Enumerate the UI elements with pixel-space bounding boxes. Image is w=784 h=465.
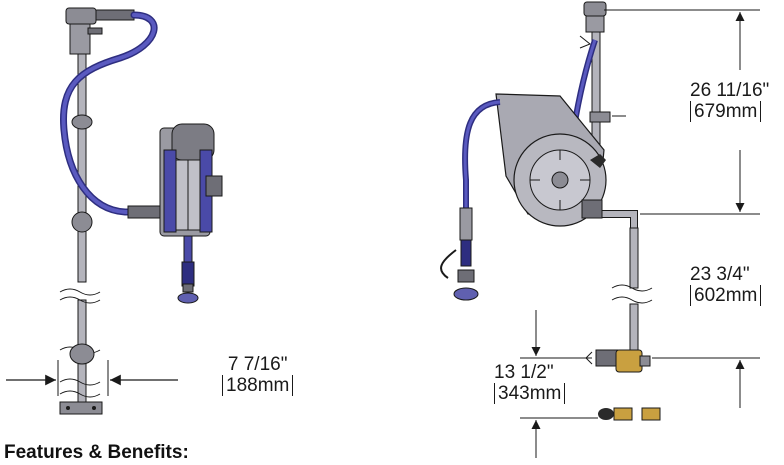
left-wall-bracket-1: [71, 114, 93, 130]
right-front-view: [440, 1, 760, 458]
right-upper-imperial: 26 11/16": [690, 80, 770, 101]
left-wall-bracket-2: [71, 211, 93, 233]
right-upper-dimension: 26 11/16" 679mm: [690, 80, 769, 122]
right-top-valve: [579, 1, 607, 49]
features-heading: Features & Benefits:: [4, 442, 189, 463]
right-spray-head: [453, 287, 479, 301]
right-hose-reel: [495, 93, 607, 227]
right-pipe-clamp: [589, 111, 611, 123]
left-side-view: [6, 7, 223, 415]
right-lower-imperial: 23 3/4": [690, 264, 750, 285]
left-base-bracket: [59, 401, 103, 415]
right-lower-riser: [629, 227, 639, 289]
left-riser-upper: [77, 21, 87, 283]
right-lower-fittings: [598, 407, 661, 421]
right-upper-metric: 679mm: [690, 101, 762, 122]
left-hose-connector: [127, 205, 165, 219]
right-inlet-dimension: 13 1/2" 343mm: [494, 362, 566, 404]
right-inlet-metric: 343mm: [494, 383, 566, 404]
right-break-mark: [611, 284, 653, 304]
left-width-metric: 188mm: [222, 375, 294, 396]
right-inlet-imperial: 13 1/2": [494, 362, 554, 383]
right-drop-hose: [462, 99, 501, 210]
left-wall-bracket-3: [69, 343, 95, 365]
left-width-imperial: 7 7/16": [227, 354, 288, 375]
left-break-mark: [59, 288, 101, 304]
left-width-dimension: 7 7/16" 188mm: [222, 354, 294, 396]
left-top-valve: [65, 7, 135, 55]
right-lower-dimension: 23 3/4" 602mm: [690, 264, 762, 306]
right-spray-valve-body: [459, 207, 473, 241]
right-inlet-valve: [585, 349, 651, 373]
left-hose-reel: [159, 123, 223, 237]
right-spray-handle: [440, 249, 457, 279]
left-spray-valve: [177, 235, 199, 304]
right-lower-metric: 602mm: [690, 285, 762, 306]
